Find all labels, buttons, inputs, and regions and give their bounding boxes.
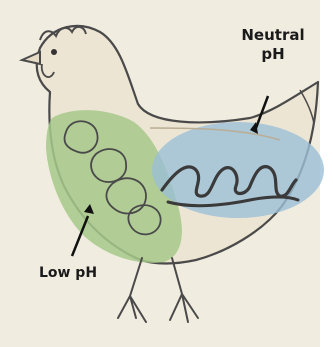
- neutral-ph-label-line2: pH: [228, 45, 318, 64]
- low-ph-label: Low pH: [28, 264, 108, 283]
- eye: [51, 49, 57, 55]
- neutral-ph-label: Neutral pH: [228, 26, 318, 64]
- neutral-ph-label-line1: Neutral: [228, 26, 318, 45]
